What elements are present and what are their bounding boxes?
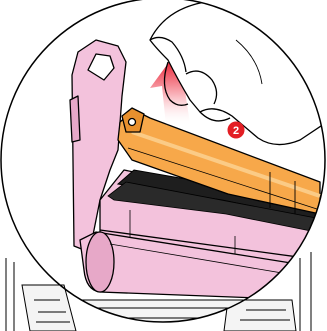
step-number: 2	[233, 125, 239, 137]
step-callout: 2	[228, 122, 244, 138]
